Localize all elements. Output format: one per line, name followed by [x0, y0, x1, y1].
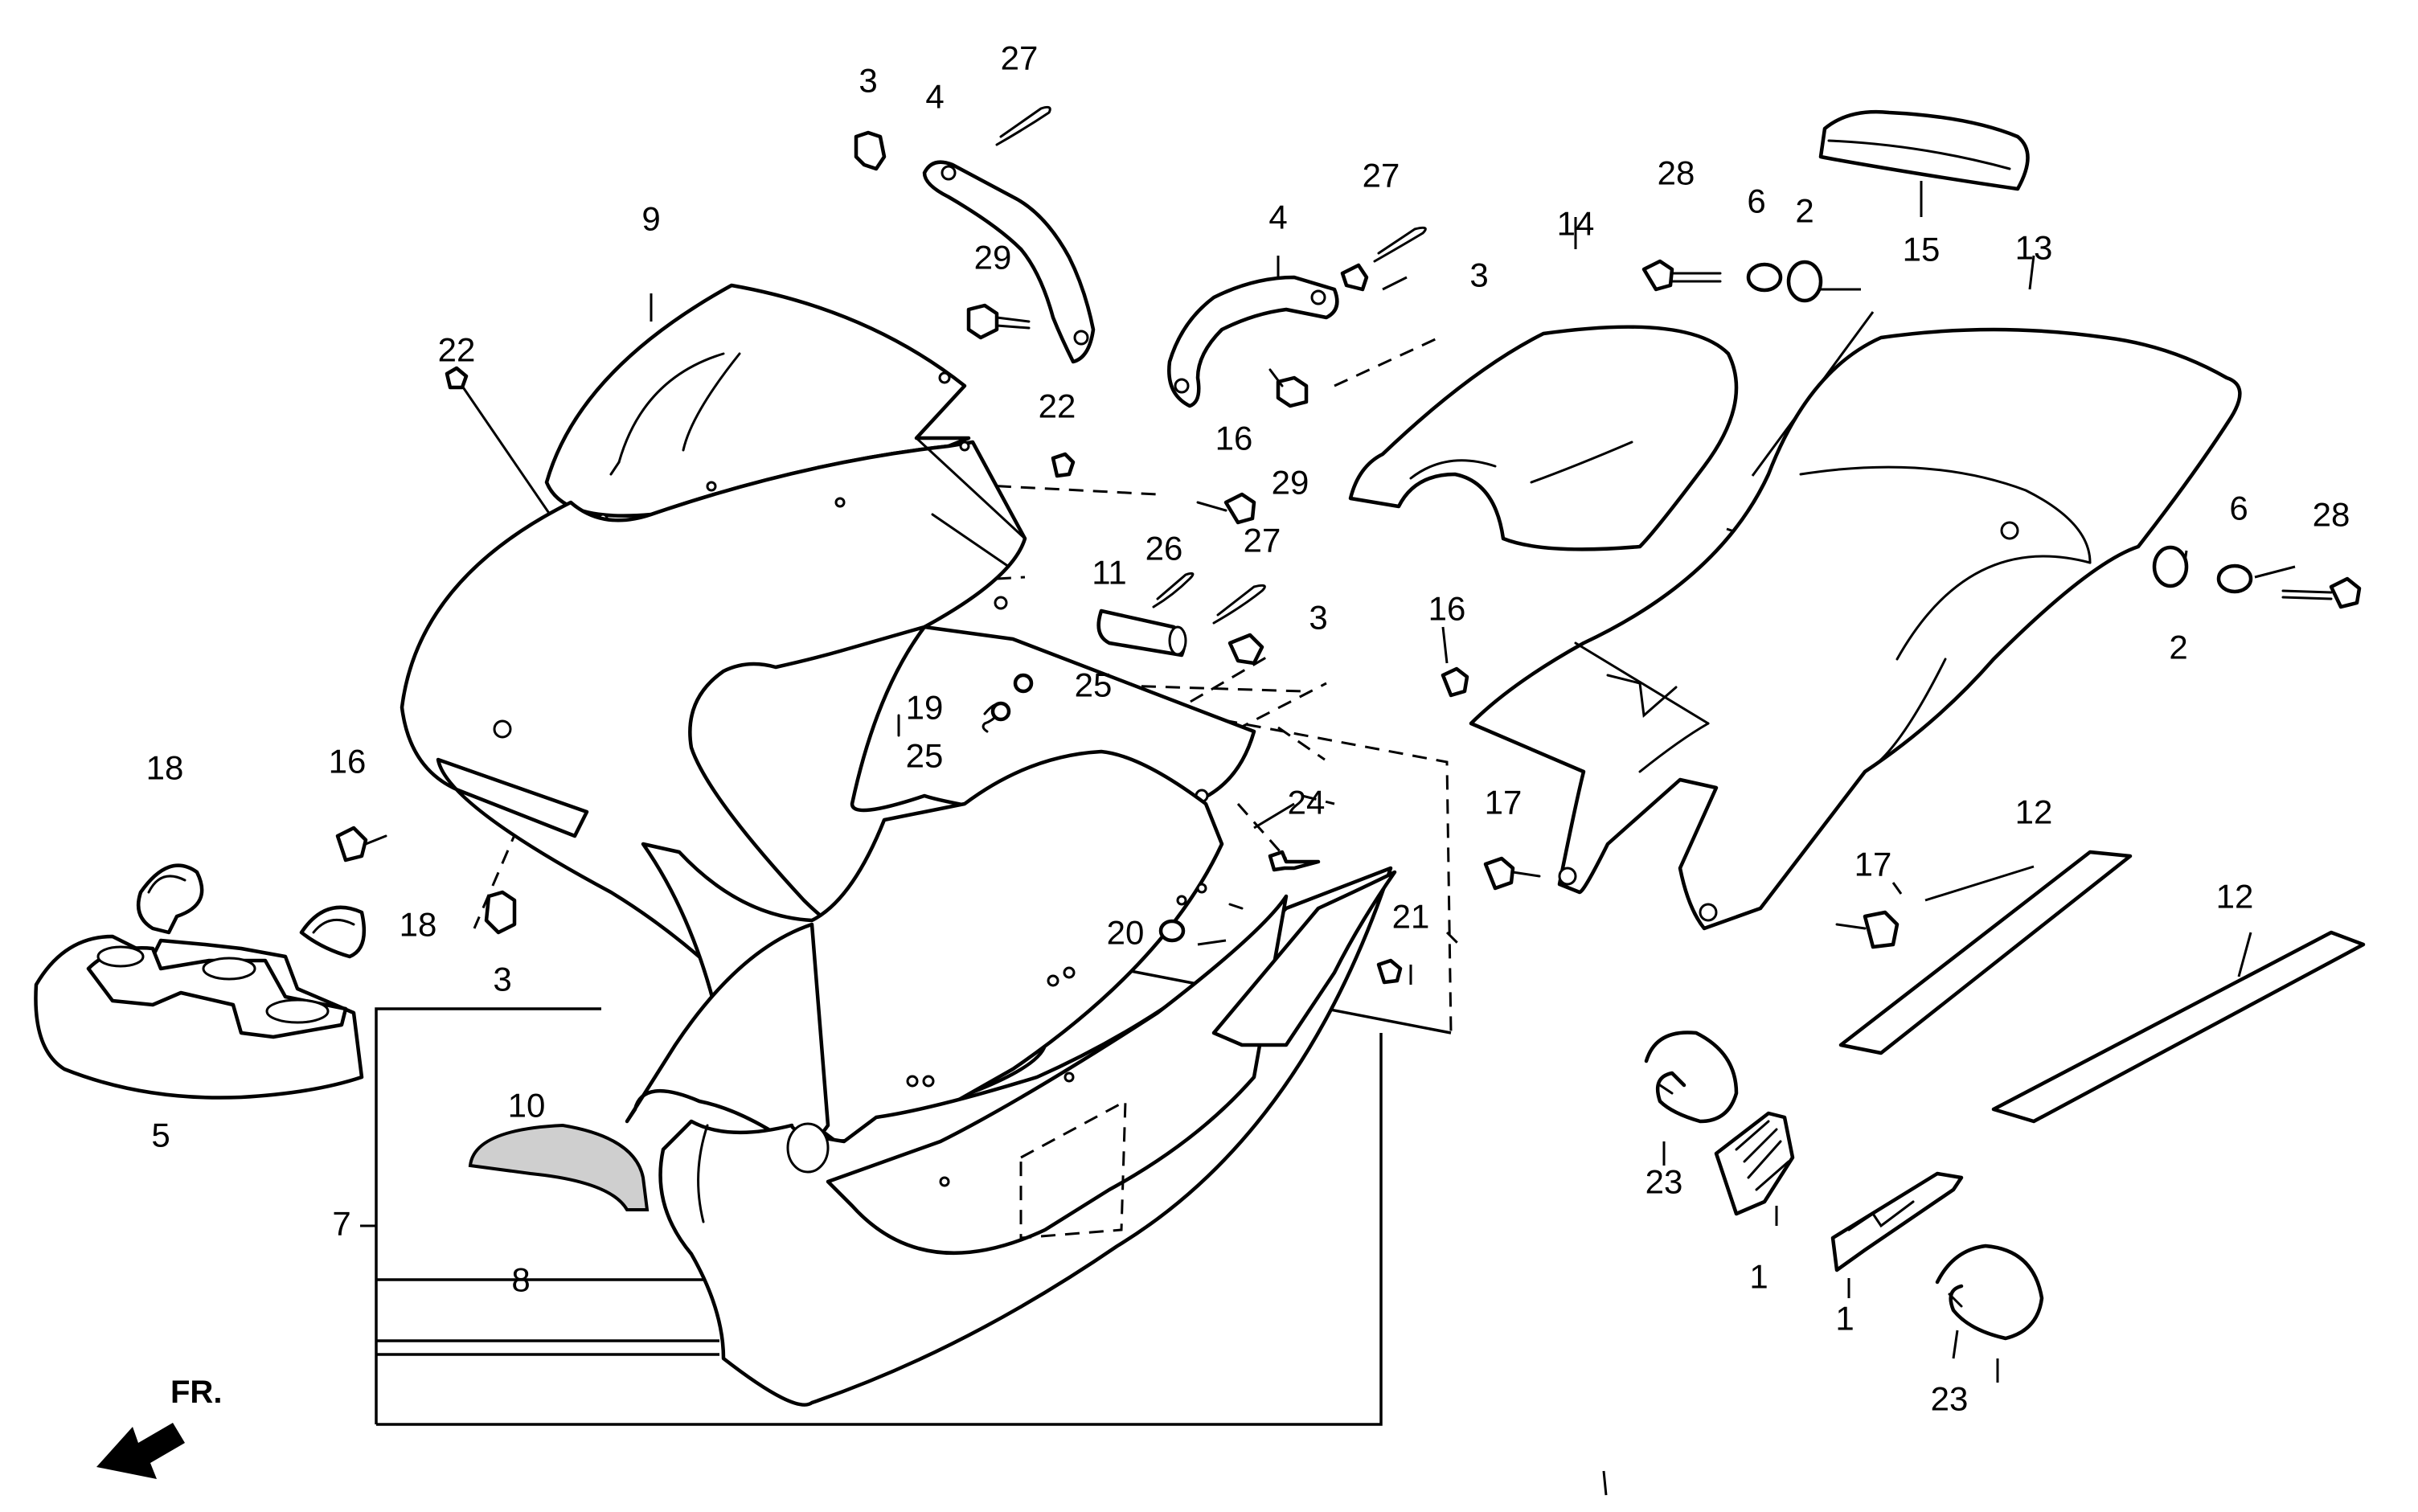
callout-c9: 9: [641, 200, 660, 238]
callout-c16a: 16: [1215, 420, 1253, 457]
callout-c3d: 3: [493, 961, 511, 998]
fasteners: [335, 105, 2362, 985]
grommet-1a: [1714, 1111, 1795, 1216]
callout-c3a: 3: [859, 62, 877, 100]
callout-c3c: 3: [1309, 599, 1327, 637]
callout-c6a: 6: [1747, 182, 1765, 220]
callout-c7: 7: [332, 1205, 350, 1243]
callout-c2a: 2: [1795, 192, 1814, 230]
strip-12a: [1838, 850, 2133, 1055]
callout-c28b: 28: [2313, 496, 2350, 534]
callout-c12a: 12: [2015, 793, 2053, 831]
clip-18a: [136, 863, 204, 935]
callout-c18a: 18: [146, 749, 184, 787]
callout-c1a: 1: [1749, 1258, 1768, 1296]
callout-c22a: 22: [438, 331, 476, 369]
callout-c25b: 25: [906, 737, 944, 775]
callout-c3b: 3: [1469, 256, 1488, 294]
callout-c13: 13: [2015, 229, 2053, 267]
callout-c26: 26: [1145, 530, 1183, 568]
lower-cowl-part: [625, 749, 1397, 1407]
seat-part: [1348, 325, 1739, 551]
stay-4b: [1167, 275, 1339, 408]
callout-c24: 24: [1288, 784, 1326, 822]
meter-cover-part: [34, 934, 364, 1100]
callout-c12b: 12: [2216, 878, 2254, 916]
callout-c27c: 27: [1244, 522, 1281, 559]
callout-c5: 5: [151, 1117, 170, 1154]
callout-c10: 10: [508, 1087, 546, 1125]
callout-c4b: 4: [1268, 199, 1287, 236]
collar-11: [1096, 608, 1187, 658]
callout-c6b: 6: [2229, 490, 2248, 527]
callout-c17a: 17: [1485, 784, 1523, 822]
callout-c1b: 1: [1835, 1300, 1854, 1338]
callout-c27a: 27: [1001, 39, 1039, 77]
callout-c11: 11: [1092, 554, 1127, 592]
callout-c19: 19: [906, 689, 944, 727]
callout-c2b: 2: [2169, 629, 2187, 666]
grommet-1b: [1830, 1171, 1964, 1272]
front-label: FR.: [170, 1375, 222, 1410]
callout-c16c: 16: [329, 743, 367, 781]
callout-c17b: 17: [1854, 846, 1892, 883]
front-indicator: FR.: [96, 1375, 222, 1479]
callout-c29b: 29: [1272, 464, 1309, 502]
callout-c23b: 23: [1931, 1380, 1969, 1418]
callout-c15: 15: [1903, 231, 1941, 268]
callout-c22b: 22: [1039, 387, 1076, 425]
rear-cowl-part: [1469, 327, 2242, 931]
clamp-23b: [1935, 1244, 2044, 1341]
callout-c8: 8: [511, 1261, 530, 1299]
callout-c16b: 16: [1428, 590, 1466, 628]
callout-c23a: 23: [1645, 1163, 1683, 1201]
callout-c28a: 28: [1658, 154, 1695, 192]
stay-4a: [922, 160, 1096, 364]
callout-c21: 21: [1392, 898, 1430, 936]
callout-c20: 20: [1107, 914, 1145, 952]
strip-12b: [1991, 930, 2366, 1124]
front-arrow-icon: [96, 1423, 185, 1479]
sponge-part: [468, 1123, 650, 1211]
callout-c4a: 4: [925, 78, 944, 116]
clip-18b: [299, 905, 367, 959]
callout-c14: 14: [1557, 205, 1595, 243]
clamp-23a: [1644, 1031, 1739, 1124]
callout-c29a: 29: [974, 239, 1012, 277]
seat-pad-part: [1818, 109, 2030, 191]
callout-c27b: 27: [1363, 157, 1400, 195]
callout-c18b: 18: [400, 906, 437, 944]
callout-c25a: 25: [1075, 666, 1113, 704]
